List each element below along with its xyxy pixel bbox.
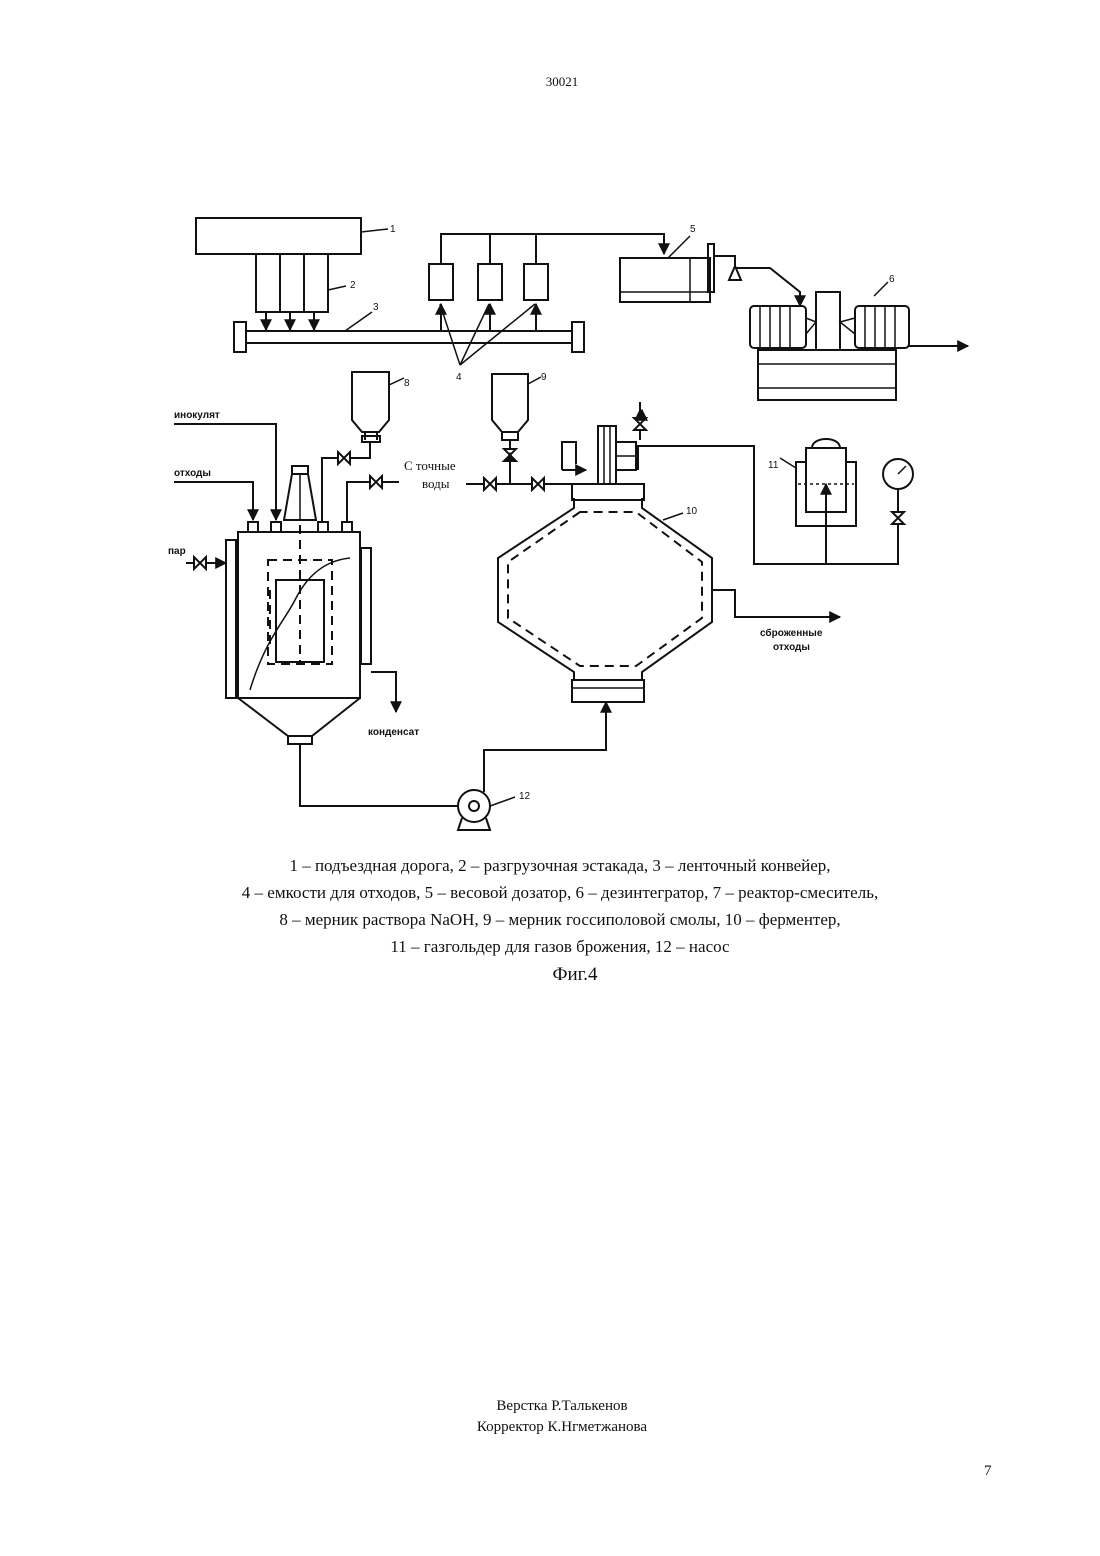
ref-number-9: 9: [541, 372, 547, 383]
naoh-measuring-tank: [322, 372, 404, 522]
label-inoculate: инокулят: [174, 410, 220, 421]
credits: Верстка Р.Талькенов Корректор К.Нгметжан…: [0, 1396, 1100, 1438]
waste-containers: [429, 234, 664, 365]
disintegrator: [735, 268, 968, 400]
weighing-doser: [620, 236, 741, 302]
ref-number-1: 1: [390, 224, 396, 235]
caption-line: 1 – подъездная дорога, 2 – разгрузочная …: [120, 852, 1000, 879]
resin-measuring-tank: [492, 374, 541, 484]
waste-water-line: [466, 478, 576, 490]
layout-credit: Верстка Р.Талькенов: [0, 1396, 1100, 1417]
access-road: [196, 218, 388, 254]
caption-line: 11 – газгольдер для газов брожения, 12 –…: [120, 933, 1000, 960]
ref-number-8: 8: [404, 378, 410, 389]
unloading-trestle: [256, 254, 346, 330]
label-waste-water-line2: воды: [422, 476, 450, 491]
label-fermented-line2: отходы: [773, 642, 810, 653]
label-condensate: конденсат: [368, 727, 419, 738]
ref-number-3: 3: [373, 302, 379, 313]
ref-number-10: 10: [686, 506, 698, 517]
caption-line: 4 – емкости для отходов, 5 – весовой доз…: [120, 879, 1000, 906]
ref-number-4: 4: [456, 372, 462, 383]
page-number: 7: [984, 1463, 992, 1480]
figure-caption: 1 – подъездная дорога, 2 – разгрузочная …: [120, 852, 1000, 960]
label-fermented-line1: сброженные: [760, 627, 823, 639]
proofreader-credit: Корректор К.Нгметжанова: [0, 1417, 1100, 1438]
caption-line: 8 – мерник раствора NaOH, 9 – мерник гос…: [120, 906, 1000, 933]
ref-number-12: 12: [519, 791, 531, 802]
label-waste: отходы: [174, 468, 211, 479]
pump: [458, 702, 606, 830]
figure-label: Фиг.4: [0, 964, 1100, 986]
ref-number-5: 5: [690, 224, 696, 235]
label-waste-water-line1: С точные: [404, 458, 456, 473]
ref-number-2: 2: [350, 280, 356, 291]
document-number: 30021: [0, 74, 1100, 90]
label-steam: пар: [168, 546, 186, 557]
belt-conveyor: [234, 312, 584, 352]
gas-holder: [780, 439, 856, 564]
pressure-gauge-icon: [883, 459, 913, 489]
ref-number-11: 11: [768, 460, 779, 471]
reactor-mixer: [174, 424, 458, 806]
ref-number-6: 6: [889, 274, 895, 285]
process-diagram: 1 2 3 4 5 6 8 9 10 11 12 инокулят отходы…: [160, 210, 980, 850]
